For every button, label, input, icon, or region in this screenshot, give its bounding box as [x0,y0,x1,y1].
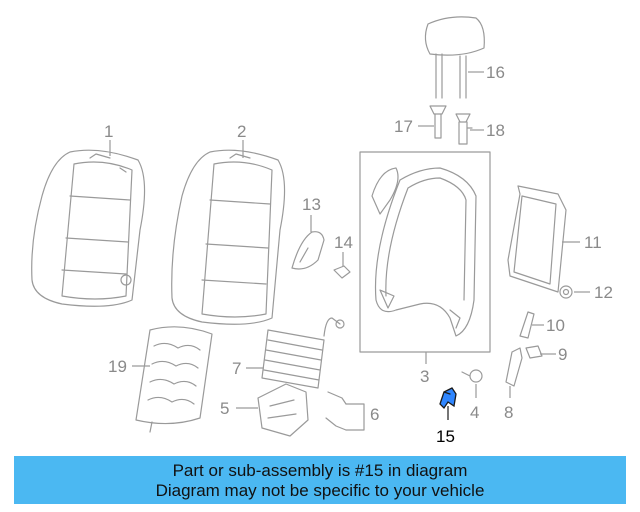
label-12: 12 [594,283,613,302]
part-12-nut [559,285,573,299]
part-2-seatback-cushion [171,149,286,325]
part-13-bracket [291,231,325,270]
part-11-panel [507,185,567,293]
label-3: 3 [420,367,429,386]
part-9-clip [525,345,543,359]
label-5: 5 [220,399,229,418]
info-banner: Part or sub-assembly is #15 in diagram D… [14,456,626,504]
part-3-frame-assembly [359,151,491,353]
label-10: 10 [546,316,565,335]
part-5-lumbar-motor [257,383,309,437]
label-14: 14 [334,233,353,252]
label-7: 7 [232,359,241,378]
banner-line-2: Diagram may not be specific to your vehi… [155,481,485,500]
part-17-guide [429,105,447,139]
label-19: 19 [108,357,127,376]
part-6-cables [325,391,365,431]
label-9: 9 [558,345,567,364]
part-10-trim [519,311,535,339]
part-4-bolt [461,369,483,383]
label-6: 6 [370,405,379,424]
parts-diagram: 1 2 13 14 16 17 18 [31,16,613,446]
label-2: 2 [237,122,246,141]
label-4: 4 [470,403,479,422]
part-19-cover-pad [135,326,213,433]
label-8: 8 [504,403,513,422]
part-14-clip [333,265,351,279]
label-15: 15 [436,427,455,446]
label-13: 13 [302,195,321,214]
label-17: 17 [394,117,413,136]
part-1-seatback-cushion [31,149,146,307]
part-18-guide [455,113,473,145]
part-15-highlighted [439,387,457,410]
part-16-headrest [424,16,485,99]
part-7-lumbar-grid [261,317,345,389]
banner-line-1: Part or sub-assembly is #15 in diagram [172,461,468,480]
label-16: 16 [486,63,505,82]
label-1: 1 [104,122,113,141]
label-11: 11 [584,233,602,252]
part-8-lever [505,347,523,387]
label-18: 18 [486,121,505,140]
